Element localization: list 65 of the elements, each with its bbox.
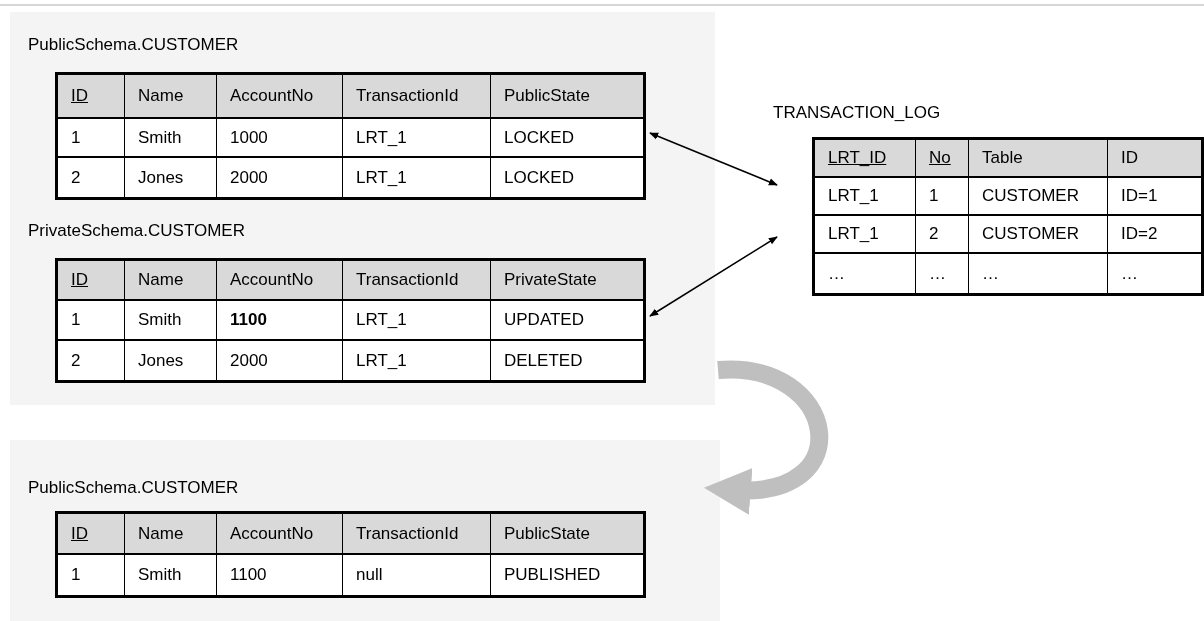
header-cell: ID [58,514,125,555]
header-cell: LRT_ID [815,140,916,178]
table-cell: 1100 [217,301,343,341]
header-cell: AccountNo [217,75,343,119]
table-cell-text: PUBLISHED [503,564,602,586]
header-cell: TransactionId [343,75,491,119]
table-cell: … [815,254,916,293]
table-cell-text: DELETED [503,349,584,372]
table-cell: LRT_1 [815,178,916,216]
double-arrow [649,236,778,317]
header-cell: Table [969,140,1108,178]
table-cell: ID=2 [1108,216,1201,254]
table-cell: 2 [916,216,969,254]
table-title: PublicSchema.CUSTOMER [28,34,239,56]
header-cell: AccountNo [217,261,343,301]
table-cell: 1 [58,119,125,158]
header-cell: PublicState [491,514,643,555]
table-cell: 1 [58,555,125,595]
header-cell: Name [125,261,217,301]
table-cell: Jones [125,341,217,380]
header-cell: PublicState [491,75,643,119]
header-cell: AccountNo [217,514,343,555]
header-cell: ID [58,75,125,119]
schema-panel [10,440,720,621]
header-cell: TransactionId [343,514,491,555]
table-cell: LRT_1 [343,301,491,341]
table-cell: CUSTOMER [969,216,1108,254]
table-cell: LRT_1 [343,158,491,197]
header-cell: TransactionId [343,261,491,301]
table-cell: 1 [58,301,125,341]
table-title: PrivateSchema.CUSTOMER [28,220,245,242]
table-cell: … [969,254,1108,293]
double-arrow [649,132,778,186]
table-title: PublicSchema.CUSTOMER [28,477,239,499]
table-cell: Jones [125,158,217,197]
table-cell: Smith [125,301,217,341]
table-cell: 2000 [217,341,343,380]
table-cell: CUSTOMER [969,178,1108,216]
table-cell: 2000 [217,158,343,197]
header-cell: ID [58,261,125,301]
curved-arrow [703,361,828,514]
table-cell: LRT_1 [343,119,491,158]
table-cell-text: LOCKED [503,166,575,189]
table-title: TRANSACTION_LOG [773,102,941,124]
header-cell: No [916,140,969,178]
table-cell: LRT_1 [343,341,491,380]
header-cell: ID [1108,140,1201,178]
header-cell: Name [125,514,217,555]
table-cell: … [916,254,969,293]
table-cell: Smith [125,555,217,595]
schema-panel [10,12,715,405]
table-cell: 2 [58,158,125,197]
header-cell: Name [125,75,217,119]
table-cell: ID=1 [1108,178,1201,216]
table-cell: 1 [916,178,969,216]
table-cell: 1000 [217,119,343,158]
table-cell: 1100 [217,555,343,595]
table-cell: 2 [58,341,125,380]
table-cell: LOCKED [491,119,643,158]
header-cell: PrivateState [491,261,643,301]
table-cell: UPDATED [491,301,643,341]
table-cell: Smith [125,119,217,158]
table-cell: LRT_1 [815,216,916,254]
table-cell: null [343,555,491,595]
table-cell-text: … [1120,262,1139,285]
